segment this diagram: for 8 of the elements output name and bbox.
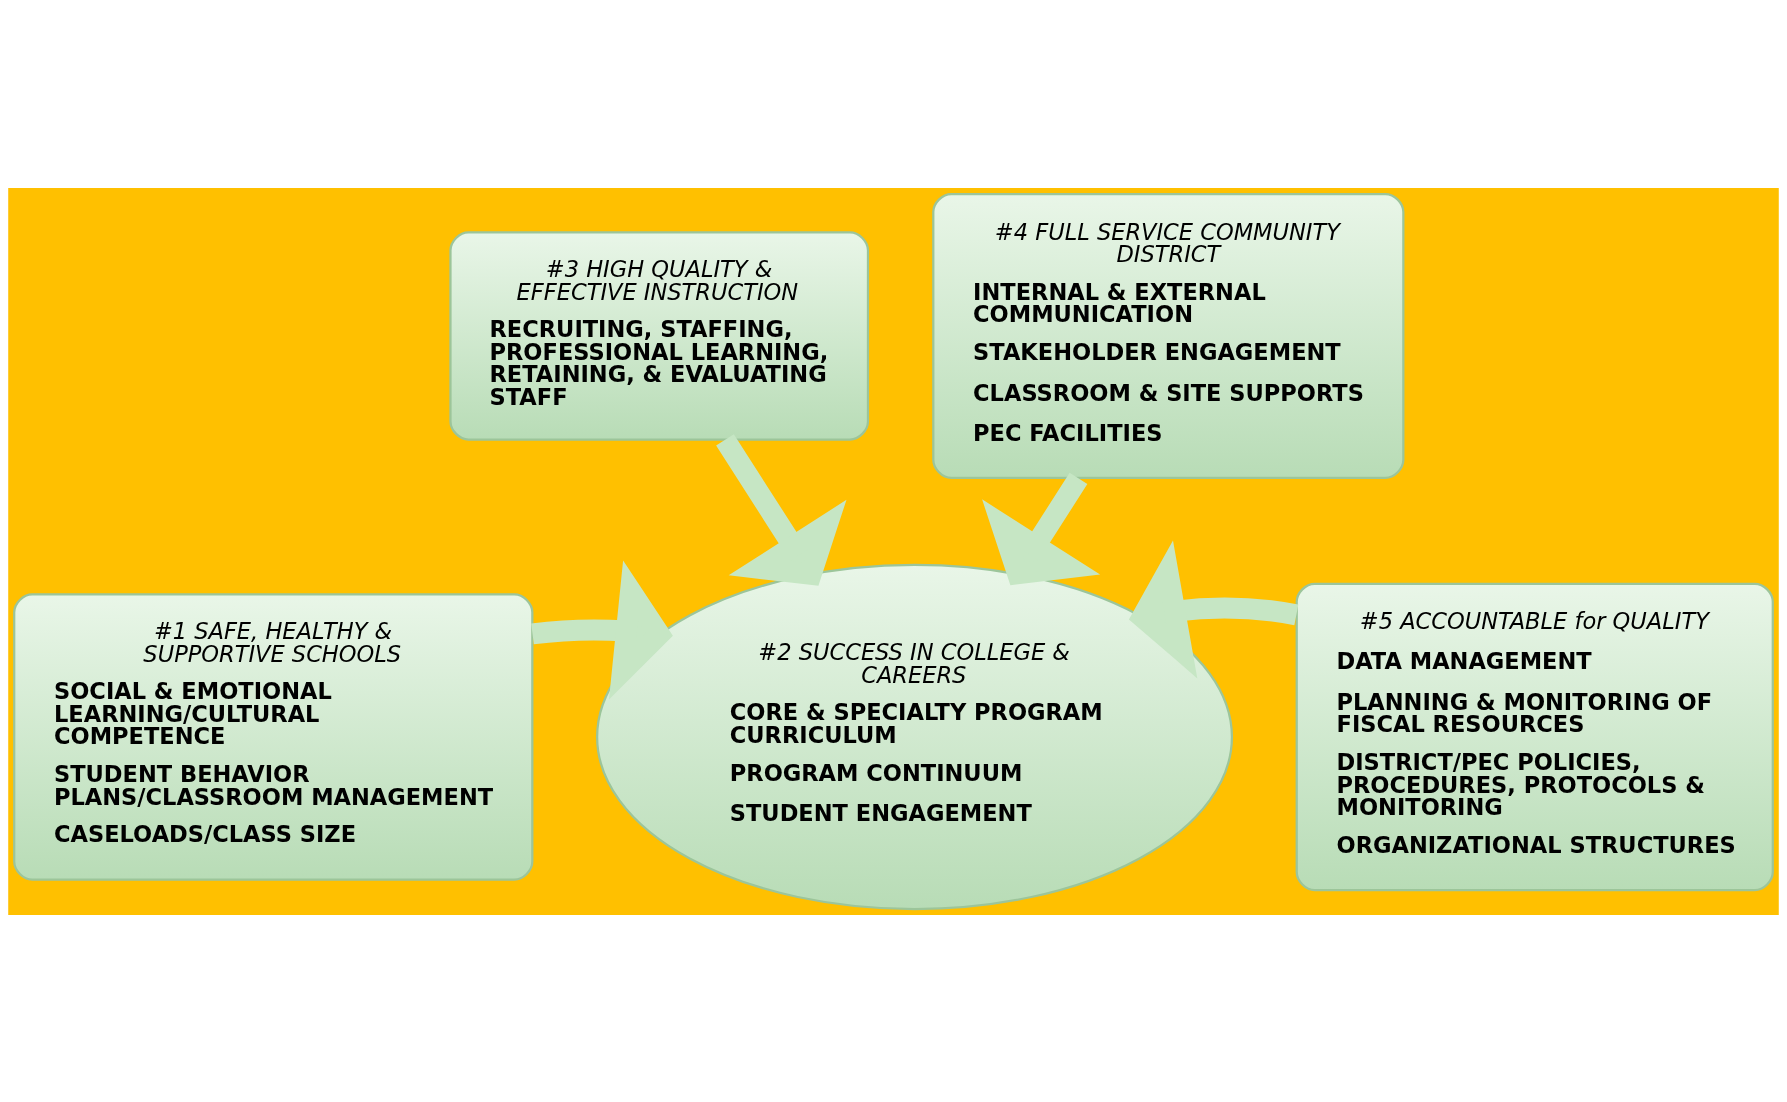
node-box: #4 FULL SERVICE COMMUNITY DISTRICT INTERNAL & EXTERNAL COMMUNICATION STAKEHOLDER ENGAGEMENT CLASSROOM & SITE SUPPORTS PEC FACILITIES bbox=[932, 192, 1405, 479]
arrow bbox=[531, 559, 673, 700]
node-box: #1 SAFE, HEALTHY & SUPPORTIVE SCHOOLS SOCIAL & EMOTIONAL LEARNING/CULTURAL COMPETENCE STUDENT BEHAVIOR PLANS/CLASSROOM MANAGEMENT CASELOADS/CLASS SIZE bbox=[13, 592, 534, 881]
node-box: #3 HIGH QUALITY & EFFECTIVE INSTRUCTION RECRUITING, STAFFING, PROFESSIONAL LEARNING, RETAINING, & EVALUATING STAFF bbox=[449, 230, 870, 441]
arrow bbox=[1128, 540, 1299, 678]
node-ellipse: #2 SUCCESS IN COLLEGE & CAREERS CORE & SPECIALTY PROGRAM CURRICULUM PROGRAM CONTINUUM STUDENT ENGAGEMENT bbox=[596, 563, 1234, 910]
node-box: #5 ACCOUNTABLE for QUALITY DATA MANAGEMENT PLANNING & MONITORING OF FISCAL RESOURCES DISTRICT/PEC POLICIES, PROCEDURES, PROTOCOLS & MONITORING ORGANIZATIONAL STRUCTURES bbox=[1295, 582, 1774, 891]
arrow bbox=[716, 433, 847, 586]
